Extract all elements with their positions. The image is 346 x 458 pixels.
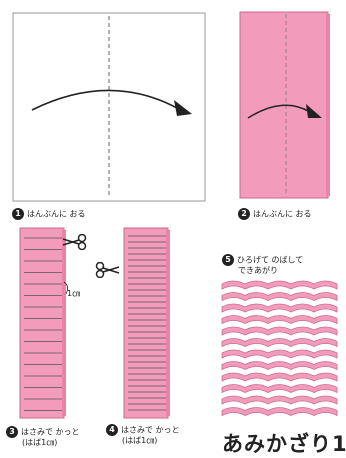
step5-number: 5 [222,254,234,266]
step1-diagram [12,12,206,202]
step3-diagram [19,227,68,419]
page-title: あみかざり1 [222,432,346,456]
step5-text: ひろげて のばして [237,255,304,265]
step5-subtext: できあがり [238,266,278,275]
scissors-icon [62,233,88,251]
step4-number: 4 [106,424,118,436]
step4-subtext: (はば1㎝) [122,436,158,445]
step4-text: はさみで かっと [121,425,180,435]
step2-text: はんぶんに おる [253,209,312,219]
step2-number: 2 [238,208,250,220]
step1-number: 1 [12,208,24,220]
step3-number: 3 [6,426,18,438]
step2-diagram [239,11,330,199]
width-label: 1㎝ [67,289,81,298]
step1-text: はんぶんに おる [27,209,86,219]
scissors-icon [94,261,120,279]
net-diagram [221,280,338,417]
step4-diagram [123,227,170,419]
step3-text: はさみで かっと [21,427,80,437]
step3-subtext: (はば1㎝) [22,438,58,447]
